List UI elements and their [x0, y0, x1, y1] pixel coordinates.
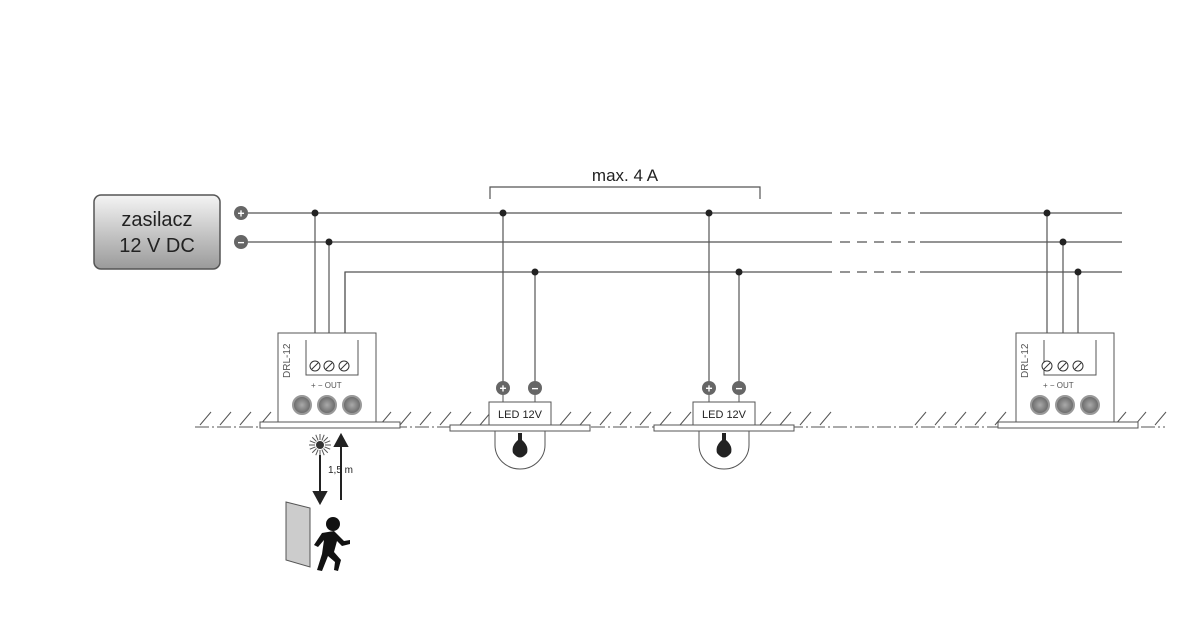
plus-terminal-icon: [234, 206, 248, 220]
led-lamp-2: LED 12V + −: [653, 381, 795, 470]
plus-terminal-icon: [702, 381, 716, 395]
distance-arrows-icon: [312, 432, 349, 506]
terminal-block: [305, 340, 359, 376]
svg-text:+: +: [705, 382, 712, 396]
svg-text:+: +: [237, 207, 244, 221]
minus-terminal-icon: [732, 381, 746, 395]
psu-label-1: zasilacz: [121, 209, 192, 231]
bulb-icon: [512, 433, 528, 458]
mounting-plate: [449, 424, 591, 432]
svg-text:−: −: [531, 382, 538, 396]
module-name: DRL-12: [282, 343, 293, 378]
terminal-labels: + − OUT: [1043, 381, 1074, 390]
adjustment-knob-icon: [342, 395, 362, 415]
mounting-plate: [259, 421, 401, 429]
max-current-label: max. 4 A: [592, 166, 659, 185]
adjustment-knob-icon: [1030, 395, 1050, 415]
terminal-labels: + − OUT: [311, 381, 342, 390]
svg-text:−: −: [735, 382, 742, 396]
running-person-icon: [314, 517, 350, 571]
led-label: LED 12V: [702, 409, 747, 421]
adjustment-knob-icon: [1055, 395, 1075, 415]
minus-terminal-icon: [234, 235, 248, 249]
sensor-module-1: DRL-12 + − OUT: [259, 332, 401, 429]
sensor-module-2: DRL-12 + − OUT: [997, 332, 1139, 429]
bulb-icon: [716, 433, 732, 458]
module-name: DRL-12: [1020, 343, 1031, 378]
motion-sensor-icon: [309, 434, 331, 456]
adjustment-knob-icon: [292, 395, 312, 415]
junction-dots: [311, 209, 1082, 276]
terminal-block: [1043, 340, 1097, 376]
led-driver-box: [488, 401, 552, 426]
adjustment-knob-icon: [317, 395, 337, 415]
mounting-plate: [997, 421, 1139, 429]
minus-terminal-icon: [528, 381, 542, 395]
psu-label-2: 12 V DC: [119, 235, 195, 257]
door-icon: [285, 501, 311, 568]
svg-text:−: −: [237, 236, 244, 250]
distance-label: 1,5 m: [328, 465, 353, 476]
bus-wires: [248, 212, 1122, 382]
mounting-plate: [653, 424, 795, 432]
max-current-bracket: max. 4 A: [489, 166, 761, 199]
adjustment-knob-icon: [1080, 395, 1100, 415]
led-driver-box: [692, 401, 756, 426]
power-supply: zasilacz 12 V DC + −: [93, 194, 248, 270]
plus-terminal-icon: [496, 381, 510, 395]
svg-text:+: +: [499, 382, 506, 396]
led-label: LED 12V: [498, 409, 543, 421]
led-lamp-1: LED 12V + −: [449, 381, 591, 470]
